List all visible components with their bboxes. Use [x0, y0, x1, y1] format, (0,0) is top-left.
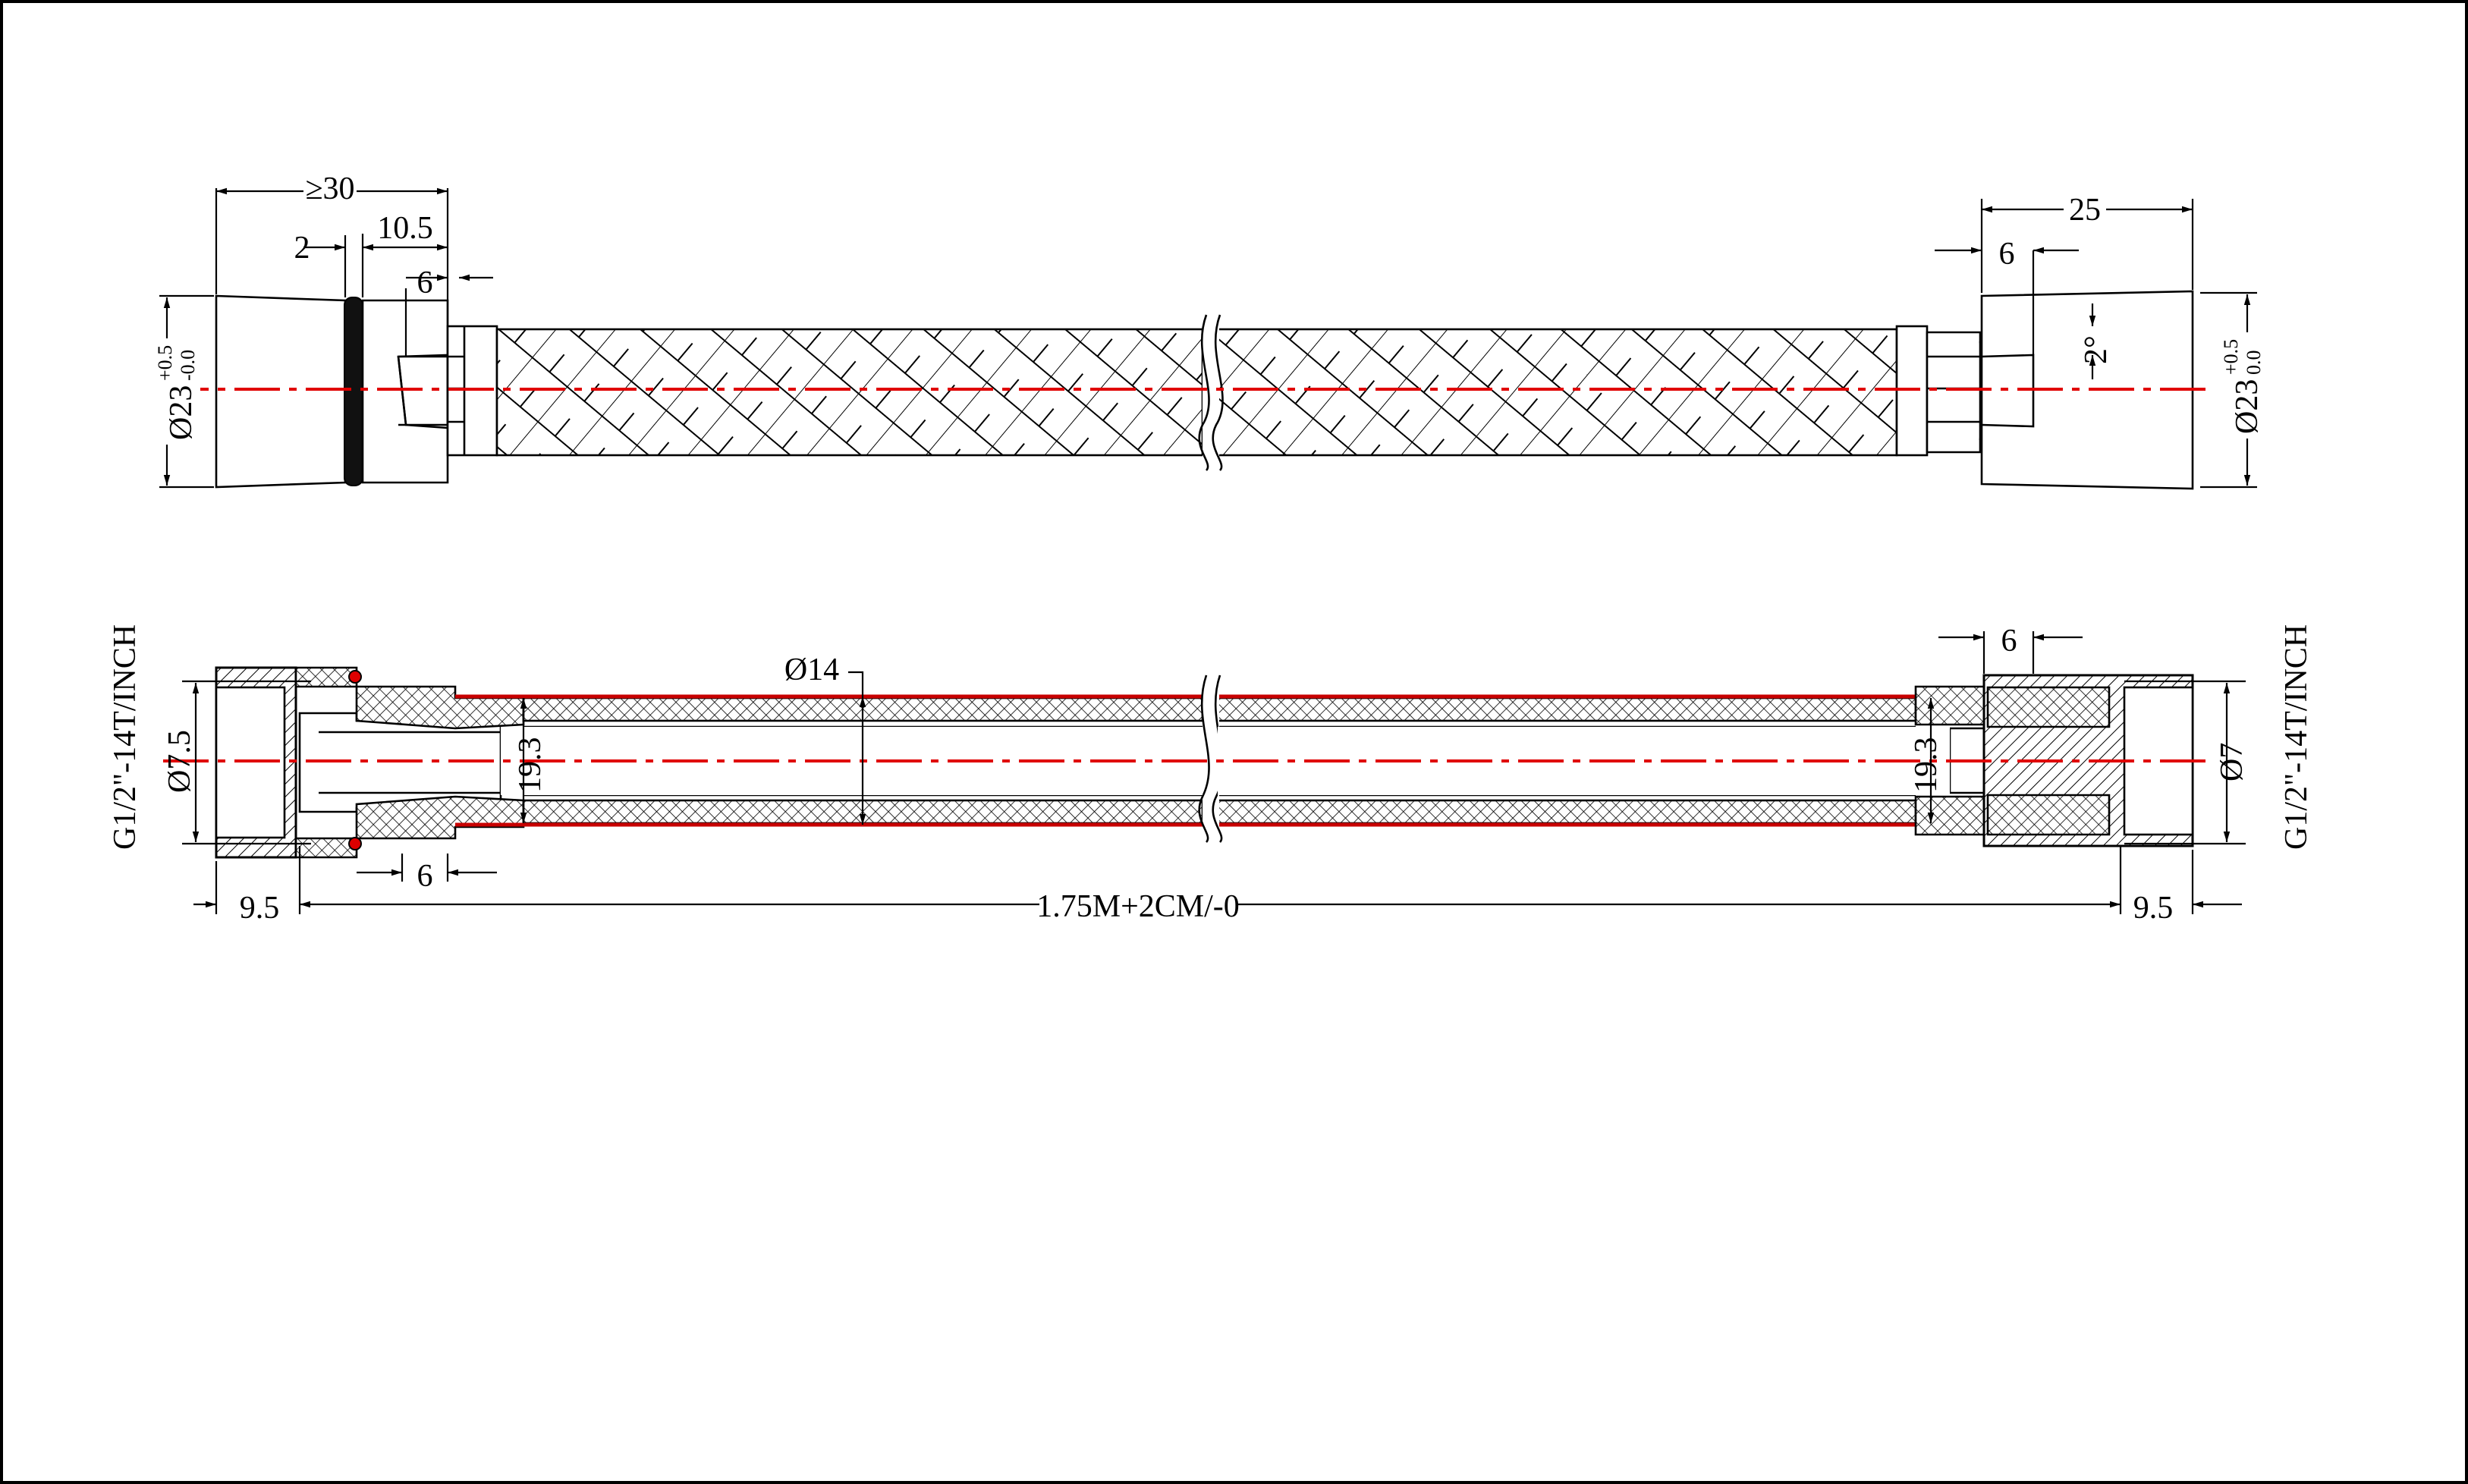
svg-text:+0.5: +0.5: [2220, 339, 2242, 375]
section-view: Ø14 G1/2"-14T/INCH Ø7.5 19.3 G1/2"-14T/I…: [108, 624, 2314, 926]
dim-left-crimp: 6: [417, 859, 433, 894]
svg-text:+0.5: +0.5: [154, 345, 176, 381]
left-conical-nut: [215, 294, 347, 489]
dim-left-taper: 6: [417, 266, 433, 300]
dim-right-bore: Ø7: [2215, 743, 2249, 781]
dim-right-taper: 6: [1999, 237, 2015, 272]
right-swivel-body: [1926, 331, 1982, 454]
dim-overall-length: 1.75M+2CM/-0: [1036, 889, 1240, 924]
left-nut-neck: [361, 299, 449, 484]
break-line-left: [1198, 314, 1210, 471]
left-o-ring-top: [348, 670, 362, 684]
left-crimp-section: [355, 685, 525, 730]
left-o-ring-bottom: [348, 837, 362, 850]
dim-right-insert: 19.3: [1909, 737, 1944, 794]
svg-text:0.0: 0.0: [2243, 351, 2265, 376]
braided-hose-right: [1216, 328, 1898, 457]
dim-right-crimp: 6: [2001, 624, 2017, 659]
dim-right-length: 25: [2069, 193, 2101, 228]
dim-right-end: 9.5: [2133, 891, 2174, 926]
svg-text:-0.0: -0.0: [177, 350, 199, 381]
dim-ring-offset: 2: [294, 231, 310, 266]
thread-spec-left: G1/2"-14T/INCH: [108, 624, 143, 850]
thread-spec-right: G1/2"-14T/INCH: [2279, 624, 2314, 850]
top-view: ≥30 10.5 2 6 Ø23 +0.5 -0.0 25: [154, 171, 2266, 490]
dim-nut-length: 10.5: [377, 211, 433, 246]
dim-min-length: ≥30: [305, 171, 354, 206]
section-break-left: [1198, 674, 1210, 843]
dim-left-diameter: Ø23: [164, 385, 199, 440]
dim-left-bore: Ø7.5: [162, 730, 197, 793]
right-conical-nut: [1980, 290, 2194, 490]
hose-wall-bottom-right: [1216, 799, 1917, 825]
dim-angle: 2°: [2079, 335, 2114, 364]
dim-right-diameter: Ø23: [2230, 379, 2265, 434]
dim-hose-outer-diameter: Ø14: [784, 652, 839, 687]
dim-left-end: 9.5: [240, 891, 280, 926]
break-line-right: [1212, 314, 1224, 471]
hose-wall-top-right: [1216, 696, 1917, 722]
braided-hose-left: [495, 328, 1204, 457]
dim-left-insert: 19.3: [513, 737, 548, 794]
left-o-ring: [344, 297, 363, 486]
